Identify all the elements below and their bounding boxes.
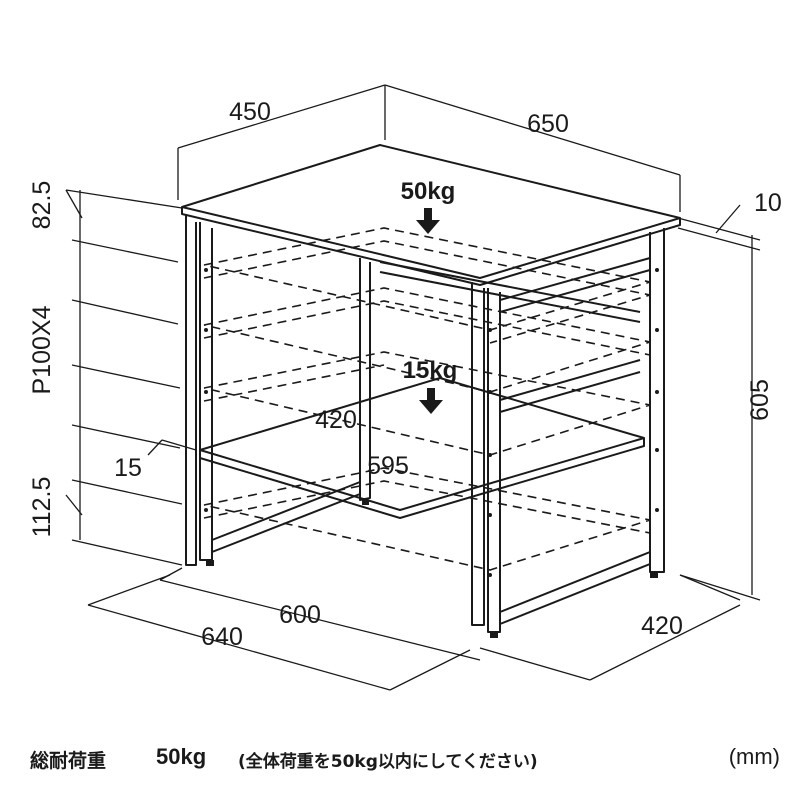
top-width-label: 650 bbox=[527, 110, 569, 138]
base-width-inner-label: 600 bbox=[279, 601, 321, 629]
top-load-label: 50kg bbox=[401, 178, 456, 205]
dimension-lines bbox=[65, 84, 761, 691]
shelf-depth-label: 420 bbox=[315, 406, 357, 434]
shelf-load-label: 15kg bbox=[403, 357, 458, 384]
feet bbox=[206, 500, 658, 638]
frame-holes bbox=[204, 268, 659, 577]
right-frame bbox=[379, 228, 665, 633]
height-label: 605 bbox=[746, 379, 774, 421]
footer-note: 総耐荷重 50kg (全体荷重を50kg以内にしてください) (mm) bbox=[30, 738, 780, 778]
bottom-offset-label: 112.5 bbox=[28, 477, 56, 538]
unit-label: (mm) bbox=[728, 744, 780, 769]
optional-shelves bbox=[203, 227, 651, 571]
top-offset-label: 82.5 bbox=[28, 181, 56, 230]
total-load-value: 50kg bbox=[156, 744, 207, 769]
top-thickness-label: 10 bbox=[754, 189, 782, 217]
base-width-outer-label: 640 bbox=[201, 623, 243, 651]
shelf-pitch-label: P100X4 bbox=[28, 305, 56, 394]
top-load-arrow-icon bbox=[416, 208, 440, 234]
table-top bbox=[181, 144, 681, 286]
base-depth-label: 420 bbox=[641, 612, 683, 640]
shelf-load-arrow-icon bbox=[419, 388, 443, 414]
total-load-note: (全体荷重を50kg以内にしてください) bbox=[238, 752, 538, 772]
shelf-width-label: 595 bbox=[367, 452, 409, 480]
frame-inset-label: 15 bbox=[114, 454, 142, 482]
middle-shelf bbox=[199, 377, 645, 519]
total-load-label: 総耐荷重 bbox=[30, 750, 107, 772]
top-depth-label: 450 bbox=[229, 98, 271, 126]
